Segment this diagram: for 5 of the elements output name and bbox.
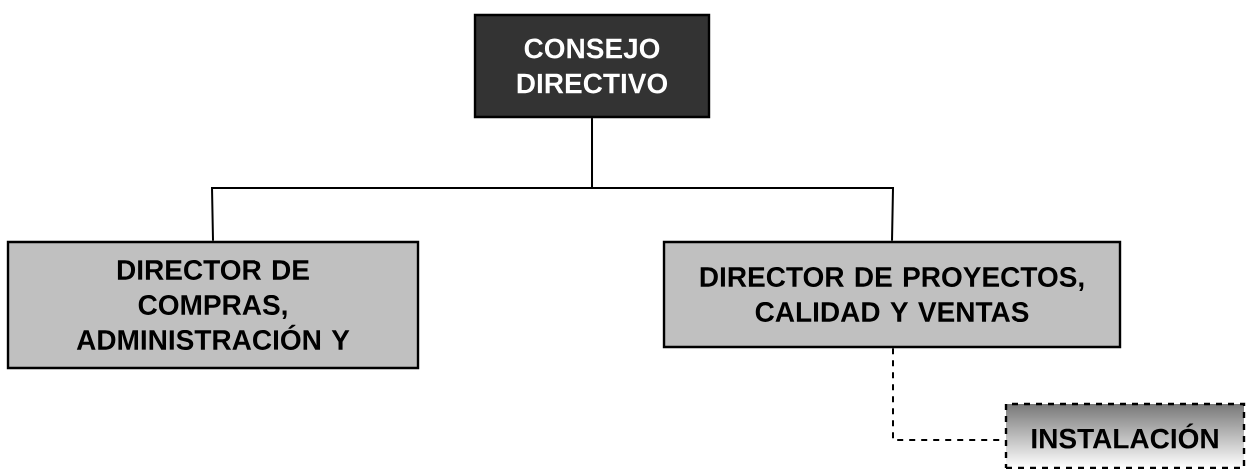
role-box: INSTALACIÓN bbox=[1004, 402, 1246, 469]
role-box: DIRECTOR DE PROYECTOS, CALIDAD Y VENTAS bbox=[662, 240, 1122, 349]
role-box: DIRECTOR DE COMPRAS, ADMINISTRACIÓN Y bbox=[6, 240, 420, 370]
title-box: CONSEJO DIRECTIVO bbox=[473, 13, 711, 119]
connector-line bbox=[591, 117, 895, 242]
